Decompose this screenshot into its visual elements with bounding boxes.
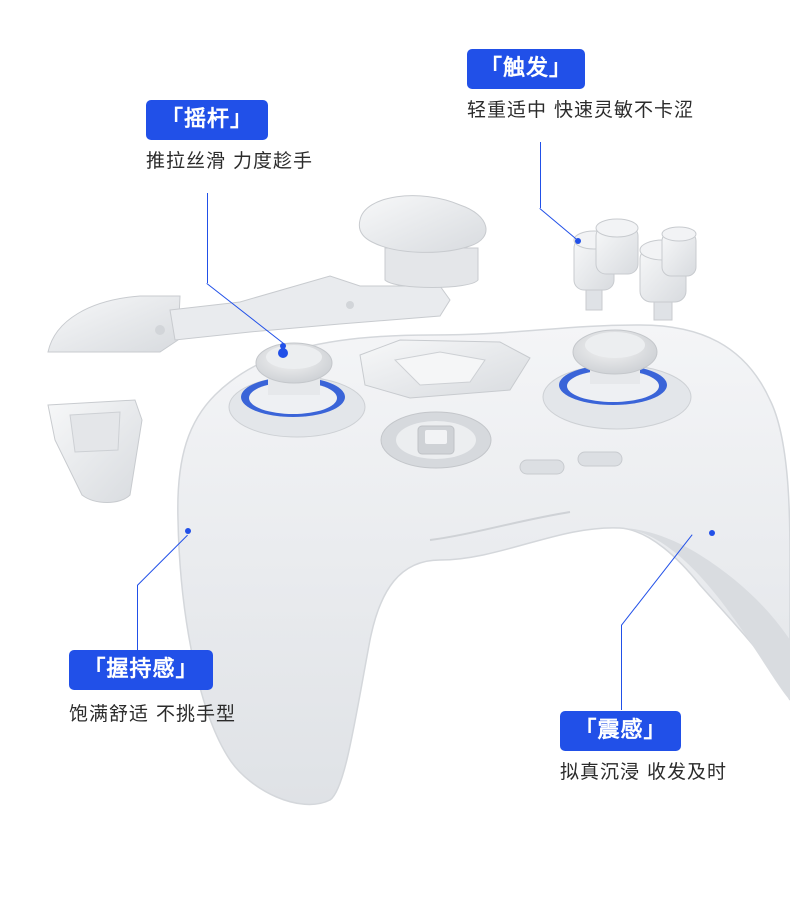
rumble-feature-desc: 拟真沉浸 收发及时: [560, 761, 728, 783]
stick-feature-desc: 推拉丝滑 力度趁手: [146, 150, 314, 172]
trigger-feature-desc: 轻重适中 快速灵敏不卡涩: [467, 99, 695, 121]
stick-feature-badge: 「摇杆」: [146, 100, 268, 140]
trigger-feature-badge: 「触发」: [467, 49, 585, 89]
grip-insert-part: [47, 399, 143, 503]
right-thumbstick: [542, 329, 692, 430]
grip-feature-desc: 饱满舒适 不挑手型: [69, 703, 237, 725]
rumble-leader-v: [621, 625, 622, 710]
trigger-buttons-part: [573, 218, 697, 321]
grip-feature-badge: 「握持感」: [69, 650, 213, 690]
shoulder-shell-part: [47, 275, 451, 353]
left-thumbstick: [228, 342, 366, 438]
controller-body: [177, 324, 790, 806]
rumble-feature-badge: 「震感」: [560, 711, 681, 751]
rumble-leader-dot: [709, 530, 715, 536]
menu-buttons: [519, 451, 623, 475]
stick-leader-v: [207, 193, 208, 283]
trigger-leader-v: [540, 142, 541, 208]
stick-leader-dot: [280, 343, 286, 349]
grip-leader-dot: [185, 528, 191, 534]
dpad-socket: [380, 411, 492, 469]
dpad-frame-part: [359, 339, 531, 399]
trigger-leader-dot: [575, 238, 581, 244]
stick-cap-part: [358, 195, 487, 288]
grip-leader-v: [137, 585, 138, 650]
